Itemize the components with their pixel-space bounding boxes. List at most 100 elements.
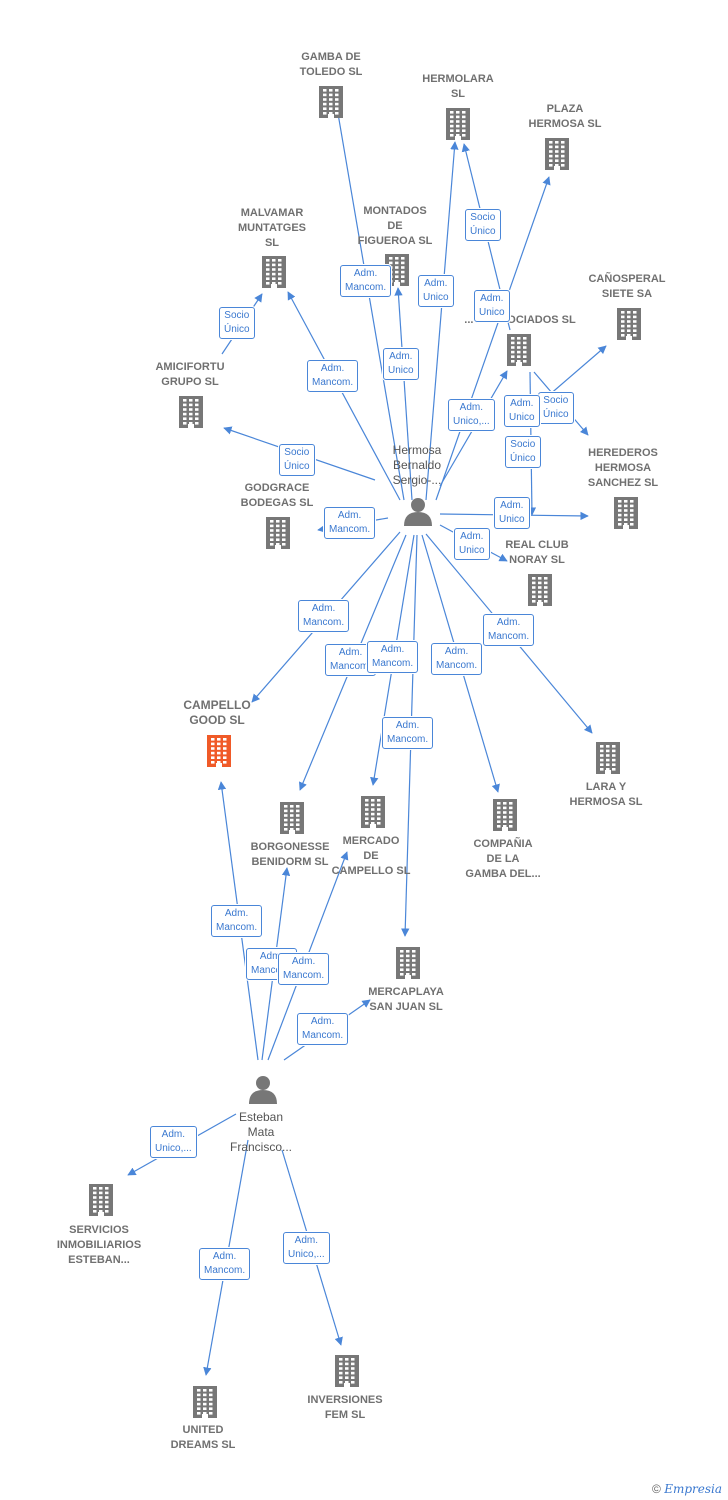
edge-label-line: Adm.: [320, 363, 345, 374]
person-icon-esteban[interactable]: [249, 1076, 277, 1104]
building-icon-servicios[interactable]: [89, 1184, 113, 1216]
label-line: FIGUEROA SL: [357, 235, 433, 247]
building-icon-malvamar[interactable]: [262, 256, 286, 288]
edge-label-hermosa-mercado[interactable]: Adm.Mancom.: [367, 641, 419, 673]
edge-label-line: Único: [224, 324, 250, 335]
edge-hermosa-hermolara: [425, 141, 459, 501]
edge-label-hermosa-plaza_hermosa[interactable]: Adm. Unico: [474, 290, 510, 322]
building-icon-godgrace[interactable]: [266, 517, 290, 549]
building-icon-gamba_toledo[interactable]: [319, 86, 343, 118]
person-icon-hermosa[interactable]: [404, 498, 432, 526]
building-icon-campello_good[interactable]: [207, 735, 231, 767]
edge-label-hermosa-herederos[interactable]: Adm.Unico: [494, 497, 530, 529]
edge-label-line: Único: [284, 461, 310, 472]
label-line: BENIDORM SL: [251, 856, 329, 868]
edge-label-line: Mancom.: [330, 661, 372, 672]
label-line: SANCHEZ SL: [587, 477, 659, 489]
edge-label-hermosa-asociados[interactable]: Adm.Unico,...: [448, 399, 495, 431]
label-line: BORGONESSE: [250, 841, 330, 853]
edge-label-esteban-united[interactable]: Adm.Mancom.: [199, 1248, 251, 1280]
edge-label-asociados-herederos[interactable]: Adm.Unico: [504, 395, 540, 427]
brand-logo[interactable]: Empresia: [664, 1482, 722, 1496]
edge-label-esteban-mercaplaya[interactable]: Adm.Mancom.: [297, 1013, 349, 1045]
edge-label-hermosa-malvamar[interactable]: Adm.Mancom.: [307, 360, 359, 392]
edge-label-line: Adm.: [380, 644, 405, 655]
building-icon-asociados[interactable]: [507, 334, 531, 366]
building-icon-gamba_del[interactable]: [493, 799, 517, 831]
building-icon-plaza_hermosa[interactable]: [545, 138, 569, 170]
building-icon-real_club[interactable]: [528, 574, 552, 606]
edge-label-hermosa-hermolara[interactable]: Adm.Unico: [418, 275, 454, 307]
edge-label-line: Adm.: [311, 603, 336, 614]
building-icon-amicifortu[interactable]: [179, 396, 203, 428]
edge-label-hermosa-gamba_toledo[interactable]: Adm.Mancom.: [340, 265, 392, 297]
edge-label-line: Unico: [509, 412, 535, 423]
label-line: SIETE SA: [601, 288, 653, 300]
edge-label-line: Adm.: [480, 293, 504, 304]
edge-label-hermosa-godgrace[interactable]: Adm.Mancom.: [324, 507, 376, 539]
edge-label-hermosa-montados[interactable]: Adm.Unico: [383, 348, 419, 380]
edge-label-esteban-campello_good[interactable]: Adm.Mancom.: [211, 905, 263, 937]
building-icon-mercaplaya[interactable]: [396, 947, 420, 979]
building-icon-borgonesse[interactable]: [280, 802, 304, 834]
edge-label-hermosa-campello_good[interactable]: Adm.Mancom.: [298, 600, 350, 632]
edge-label-line: Mancom.: [283, 970, 325, 981]
edge-label-esteban-mercado[interactable]: Adm.Mancom.: [278, 953, 330, 985]
label-line: Hermosa: [392, 443, 442, 457]
edge-label-hermosa-real_club[interactable]: Adm.Unico: [454, 528, 490, 560]
building-icon-mercado[interactable]: [361, 796, 385, 828]
label-line: LARA Y: [585, 781, 627, 793]
building-icon-lara[interactable]: [596, 742, 620, 774]
edge-label-line: Adm.: [212, 1251, 237, 1262]
edge-label-line: Socio: [510, 439, 536, 450]
edge-label-hermosa-mercaplaya[interactable]: Adm.Mancom.: [382, 717, 434, 749]
edge-label-line: Unico: [479, 307, 505, 318]
label-line: PLAZA: [546, 103, 584, 115]
label-line: Esteban: [238, 1110, 284, 1124]
building-icon-herederos[interactable]: [614, 497, 638, 529]
label-line: MONTADOS: [363, 205, 427, 217]
building-icon-inversiones[interactable]: [335, 1355, 359, 1387]
edge-label-line: Unico: [499, 514, 525, 525]
edge-label-line: Adm.: [389, 351, 413, 362]
label-canosperal[interactable]: CAÑOSPERAL SIETE SA: [588, 272, 665, 302]
label-line: Bernaldo: [392, 458, 442, 472]
edge-label-esteban-inversiones[interactable]: Adm.Unico,...: [283, 1232, 330, 1264]
building-icon-canosperal[interactable]: [617, 308, 641, 340]
edge-label-line: Socio: [224, 310, 250, 321]
building-icon-united[interactable]: [193, 1386, 217, 1418]
label-borgonesse[interactable]: BORGONESSE BENIDORM SL: [251, 840, 330, 870]
edge-label-esteban-servicios[interactable]: Adm.Unico,...: [150, 1126, 197, 1158]
building-icon-hermolara[interactable]: [446, 108, 470, 140]
label-line: CAÑOSPERAL: [588, 273, 666, 285]
edge-label-hermosa-lara[interactable]: Adm.Mancom.: [483, 614, 535, 646]
edge-label-line: Adm.: [460, 531, 484, 542]
edge-label-line: Socio: [470, 212, 496, 223]
edge-label-hermosa-gamba_del[interactable]: Adm.Mancom.: [431, 643, 483, 675]
edge-label-line: Mancom.: [345, 282, 387, 293]
